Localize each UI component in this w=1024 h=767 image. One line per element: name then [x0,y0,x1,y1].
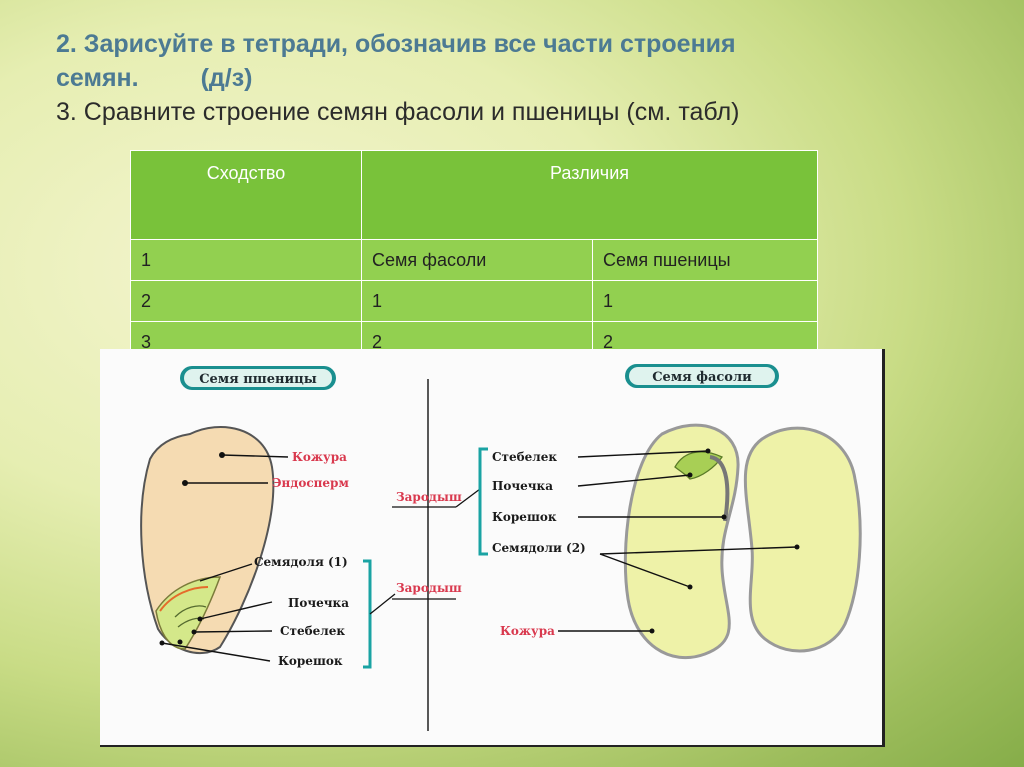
wheat-label-stebelek: Стебелек [280,624,345,638]
homework-mark: (д/з) [200,63,253,92]
task-2: 2. Зарисуйте в тетради, обозначив все ча… [56,28,956,96]
bean-label-kozhura: Кожура [500,624,555,638]
wheat-label-endosperm: Эндосперм [272,476,349,490]
table-cell: Семя фасоли [361,239,593,281]
task-3: 3. Сравните строение семян фасоли и пшен… [56,97,740,126]
bean-title: Семя фасоли [652,370,752,385]
header-similarity: Сходство [130,150,362,240]
bean-label-pochechka: Почечка [492,479,553,493]
task-2-line1: 2. Зарисуйте в тетради, обозначив все ча… [56,30,736,58]
bean-pointers [558,450,798,632]
wheat-label-koreshok: Корешок [278,654,343,668]
bean-label-zarodysh: Зародыш [396,490,462,504]
bean-seed [623,423,862,660]
wheat-label-kozhura: Кожура [292,450,347,464]
table-cell: Семя пшеницы [592,239,818,281]
wheat-label-pochechka: Почечка [288,596,349,610]
wheat-label-semyadolya: Семядоля (1) [254,555,348,569]
task-text: 2. Зарисуйте в тетради, обозначив все ча… [56,28,956,129]
bean-label-koreshok: Корешок [492,510,557,524]
table-header-row: Сходство Различия [130,150,818,240]
wheat-seed [140,426,275,654]
table-row: 1 Семя фасоли Семя пшеницы [130,239,818,281]
seed-diagram: Семя пшеницы Семя фасоли [140,364,862,731]
task-2-line2: семян. [56,63,139,92]
table-cell: 2 [130,280,362,322]
wheat-label-zarodysh: Зародыш [396,581,462,595]
wheat-pointers [161,454,289,662]
bean-label-stebelek: Стебелек [492,450,557,464]
table-cell: 1 [592,280,818,322]
table-row: 2 1 1 [130,280,818,322]
wheat-title-badge: Семя пшеницы [180,366,336,390]
bean-label-semyadoli: Семядоли (2) [492,541,586,555]
bean-title-badge: Семя фасоли [625,364,779,388]
seed-structure-figure: Семя пшеницы Семя фасоли [100,349,885,747]
header-differences: Различия [361,150,818,240]
comparison-table: Сходство Различия 1 Семя фасоли Семя пше… [130,150,818,363]
wheat-embryo-bracket [363,559,372,669]
table-cell: 1 [361,280,593,322]
bean-embryo-bracket [478,447,488,556]
wheat-title: Семя пшеницы [199,372,317,387]
table-cell: 1 [130,239,362,281]
